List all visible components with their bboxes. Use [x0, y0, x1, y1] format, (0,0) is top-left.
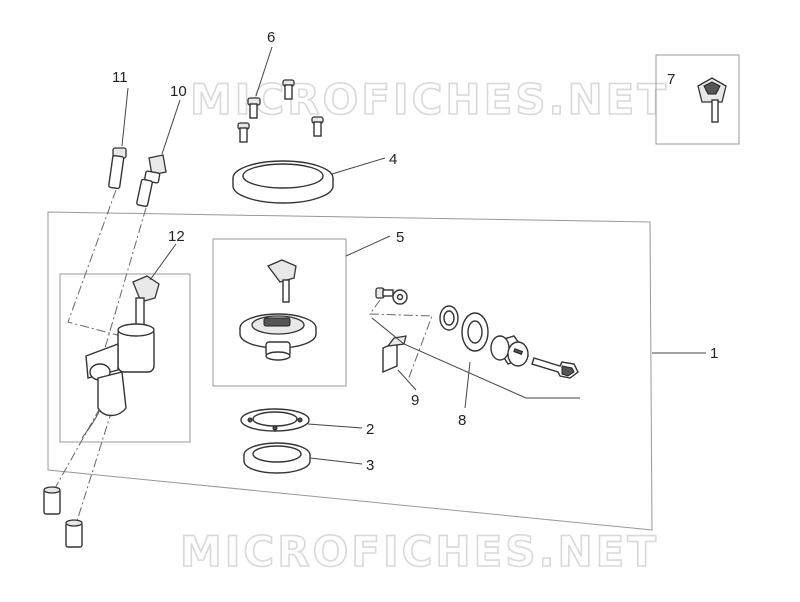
bolt-part-10[interactable]	[136, 154, 167, 208]
callout-1: 1	[710, 345, 718, 362]
callout-5: 5	[396, 229, 404, 246]
gasket-part-4[interactable]	[232, 160, 334, 204]
seal-part-3[interactable]	[243, 442, 311, 474]
leader-3	[309, 457, 363, 465]
callout-2: 2	[366, 421, 374, 438]
leader-4	[331, 157, 386, 175]
key-box	[655, 54, 740, 145]
lock-bracket-part-9[interactable]	[382, 335, 407, 374]
callout-10: 10	[170, 83, 187, 100]
alignment-line-lower-right	[75, 409, 113, 525]
lock-key-part-8[interactable]	[531, 357, 579, 379]
screw-set-part-6[interactable]	[237, 79, 324, 143]
callout-6: 6	[267, 29, 275, 46]
watermark-top: MICROFICHES.NET	[190, 75, 669, 124]
nut-lower-right[interactable]	[65, 519, 83, 548]
nut-lower-left[interactable]	[43, 486, 61, 515]
fuel-cap-part-5[interactable]	[239, 259, 317, 361]
leader-8	[464, 361, 471, 409]
leader-10	[161, 99, 181, 155]
alignment-line-11	[67, 189, 122, 337]
lock-washer-part-8[interactable]	[461, 312, 489, 352]
leader-8-bracket	[371, 317, 580, 399]
callout-4: 4	[389, 151, 397, 168]
lock-cylinder-part-8[interactable]	[490, 335, 530, 367]
callout-7: 7	[667, 71, 675, 88]
screw-part-9a[interactable]	[375, 287, 394, 299]
leader-5	[345, 235, 391, 257]
assembly-frame	[47, 211, 653, 531]
alignment-line-10	[104, 207, 147, 349]
leader-9	[397, 369, 417, 391]
leader-11	[121, 87, 129, 147]
callout-11: 11	[112, 69, 128, 86]
callout-3: 3	[366, 457, 374, 474]
ignition-switch-part-12[interactable]	[81, 275, 160, 439]
key-part-7[interactable]	[697, 77, 727, 123]
alignment-line-lower-left	[53, 407, 101, 491]
callout-9: 9	[411, 392, 419, 409]
alignment-line-9	[369, 299, 433, 381]
watermark-bottom: MICROFICHES.NET	[180, 527, 659, 576]
bolt-part-11[interactable]	[108, 147, 127, 190]
callout-8: 8	[458, 412, 466, 429]
callout-12: 12	[168, 228, 185, 245]
ignition-switch-box	[59, 273, 191, 443]
lock-nut-part-8[interactable]	[439, 305, 459, 331]
leader-2	[307, 423, 363, 429]
washer-part-9b[interactable]	[392, 289, 408, 305]
flange-part-2[interactable]	[240, 408, 310, 432]
leader-12	[149, 243, 177, 281]
fuel-cap-box	[212, 238, 347, 387]
leader-6	[255, 46, 273, 97]
